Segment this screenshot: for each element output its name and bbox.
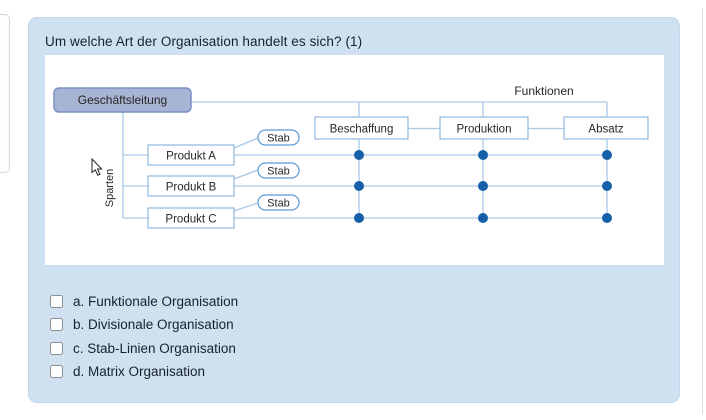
division-box-produkt-a: Produkt A: [147, 144, 235, 166]
management-box-label: Geschäftsleitung: [78, 93, 167, 107]
management-box: Geschäftsleitung: [53, 87, 192, 113]
option-label: b. Divisionale Organisation: [73, 317, 234, 332]
staff-box-label: Stab: [267, 133, 290, 145]
connector-line: [233, 169, 259, 180]
matrix-node-dot: [478, 181, 488, 191]
function-box-label: Beschaffung: [330, 124, 394, 136]
matrix-node-dot: [602, 213, 612, 223]
option-label: a. Funktionale Organisation: [73, 293, 239, 309]
connector-line: [233, 202, 259, 212]
function-box-label: Produktion: [457, 124, 512, 136]
matrix-node-dot: [602, 150, 612, 160]
staff-box-3: Stab: [257, 194, 300, 211]
function-box-label: Absatz: [588, 124, 623, 136]
org-chart-svg: Geschäftsleitung Funktionen Beschaffung …: [53, 84, 649, 229]
matrix-node-dot: [354, 150, 364, 160]
option-b[interactable]: b. Divisionale Organisation: [50, 317, 238, 332]
question-title: Um welche Art der Organisation handelt e…: [45, 34, 363, 49]
matrix-node-dot: [478, 150, 488, 160]
mouse-cursor: [91, 157, 103, 176]
divisions-axis-label: Sparten: [104, 169, 116, 208]
function-box-absatz: Absatz: [563, 116, 649, 140]
right-panel-edge: [702, 8, 703, 414]
option-label: c. Stab-Linien Organisation: [73, 340, 236, 356]
matrix-node-dot: [478, 213, 488, 223]
division-box-label: Produkt B: [166, 182, 217, 194]
division-box-label: Produkt A: [166, 151, 216, 163]
matrix-node-dot: [602, 181, 612, 191]
division-box-produkt-c: Produkt C: [147, 207, 235, 229]
checkbox-option-c[interactable]: [50, 341, 63, 355]
option-d[interactable]: d. Matrix Organisation: [50, 364, 238, 379]
checkbox-option-d[interactable]: [50, 365, 63, 378]
staff-box-1: Stab: [257, 129, 300, 146]
matrix-node-dot: [354, 181, 364, 191]
option-c[interactable]: c. Stab-Linien Organisation: [50, 340, 238, 356]
question-card: Um welche Art der Organisation handelt e…: [28, 17, 680, 403]
functions-axis-label: Funktionen: [514, 84, 573, 98]
left-panel-fragment: [0, 14, 10, 173]
option-label: d. Matrix Organisation: [73, 364, 206, 379]
checkbox-option-b[interactable]: [50, 318, 63, 331]
option-a[interactable]: a. Funktionale Organisation: [50, 293, 239, 309]
division-box-produkt-b: Produkt B: [147, 175, 235, 197]
staff-box-2: Stab: [257, 162, 300, 179]
staff-box-label: Stab: [267, 198, 290, 210]
connector-line: [233, 137, 259, 149]
org-chart-image: Geschäftsleitung Funktionen Beschaffung …: [45, 55, 664, 265]
staff-box-label: Stab: [267, 166, 290, 178]
function-box-beschaffung: Beschaffung: [314, 116, 409, 140]
connector-lines: [122, 101, 608, 219]
checkbox-option-a[interactable]: [50, 294, 63, 308]
matrix-node-dot: [354, 213, 364, 223]
answer-options: a. Funktionale Organisation b. Divisiona…: [50, 294, 238, 388]
function-box-produktion: Produktion: [439, 116, 529, 140]
matrix-node-dots: [354, 150, 612, 223]
division-box-label: Produkt C: [165, 214, 216, 226]
